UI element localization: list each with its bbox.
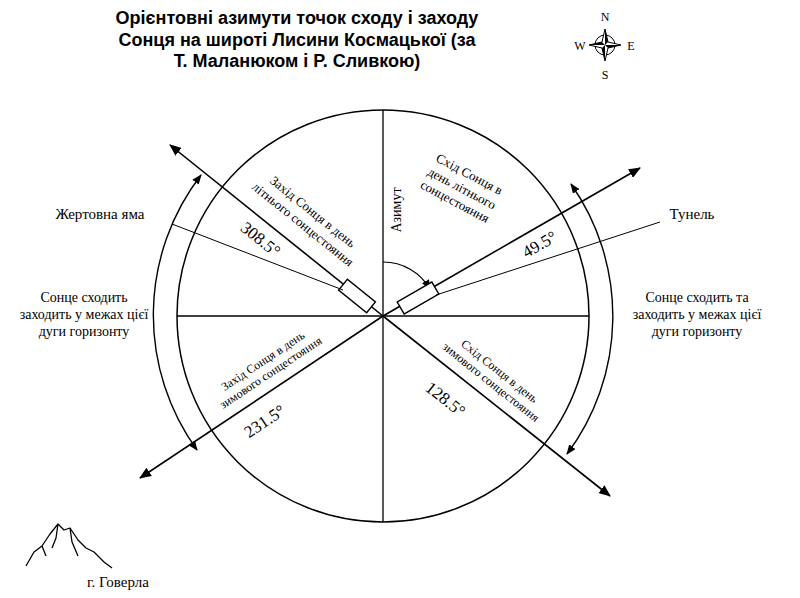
azimuth-value: 128.5° <box>421 378 469 422</box>
azimuth-value: 308.5° <box>236 218 284 262</box>
winter-sunset-arrow <box>140 316 383 478</box>
callout-label: Жертовна яма <box>56 205 145 223</box>
compass-letter: E <box>627 39 634 53</box>
sector-caption: Захід Сонця в день літнього сонцестояння <box>244 162 373 274</box>
leader-line <box>436 222 660 295</box>
azimuth-arc <box>383 262 430 289</box>
compass-rose <box>589 29 621 61</box>
sector-caption: Захід Сонця в день зимового сонцестояння <box>205 319 329 415</box>
horizon-arc <box>153 175 201 450</box>
side-note: Сонце сходить та заходить у межах цієї д… <box>622 290 772 340</box>
winter-sunrise-arrow <box>383 316 610 496</box>
compass-letter: S <box>602 68 609 82</box>
tunnel-symbol <box>397 282 439 314</box>
sector-caption: Схід Сонця в день літнього сонцестояння <box>411 146 512 230</box>
pit-symbol <box>339 279 376 312</box>
azimuth-value: 231.5° <box>241 401 290 443</box>
horizon-arc <box>567 184 613 454</box>
azimuth-value: 49.5° <box>519 227 561 263</box>
summer-sunset-arrow <box>170 145 383 316</box>
compass-letter: W <box>574 39 585 53</box>
place-name: г. Говерла <box>87 573 149 591</box>
diagram-title: Орієнтовні азимути точок сходу і заходу … <box>111 8 483 73</box>
axis-label: Азимут <box>389 187 406 232</box>
mountain-sketch <box>26 524 112 568</box>
side-note: Сонце сходить заходить у межах цієї дуги… <box>16 290 152 340</box>
compass-letter: N <box>601 10 610 24</box>
callout-label: Тунель <box>670 205 715 223</box>
